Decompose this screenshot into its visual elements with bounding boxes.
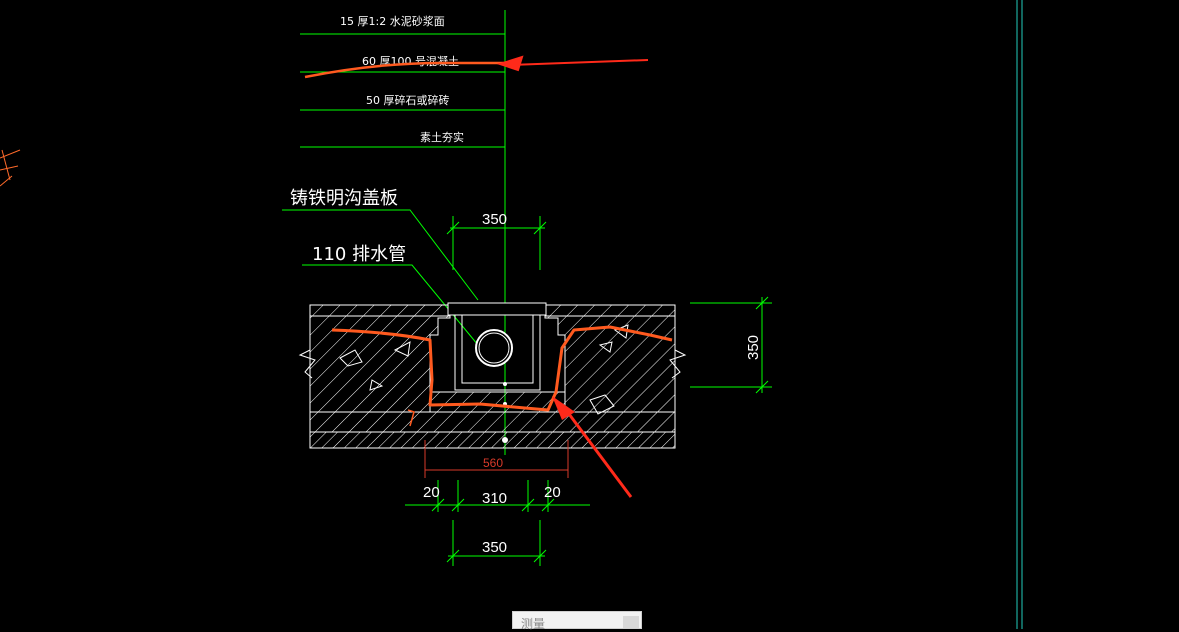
red-arrow-bottom (552, 396, 633, 498)
dim-inner-text: 310 (482, 490, 507, 507)
dim-top (446, 216, 547, 270)
panel-button[interactable] (623, 616, 639, 628)
measure-panel[interactable]: 测量 (512, 611, 642, 631)
cover-plate-label: 铸铁明沟盖板 (290, 188, 398, 209)
annotation-small (407, 409, 415, 427)
dim-edge-right-text: 20 (544, 484, 561, 501)
dim-middle (405, 480, 590, 512)
dim-bottom-text: 350 (482, 539, 507, 556)
drain-pipe-label: 110 排水管 (312, 244, 406, 265)
dim-bottom (446, 520, 547, 566)
dim-top-text: 350 (482, 211, 507, 228)
red-arrow-top (496, 55, 649, 72)
layer-text-3: 50 厚碎石或碎砖 (366, 93, 450, 107)
edge-fragment (0, 149, 21, 187)
drain-pipe-circle (475, 329, 513, 367)
trench-section (298, 302, 687, 449)
layer-text-4: 素土夯实 (420, 130, 464, 144)
dim-right-text: 350 (745, 335, 762, 360)
annotation-outline (331, 325, 673, 412)
measure-panel-title: 测量 (521, 617, 546, 631)
dim-edge-left-text: 20 (423, 484, 440, 501)
callout-leaders (282, 209, 479, 346)
dim-right (690, 296, 772, 394)
dim-base-text: 560 (483, 456, 503, 470)
annotation-underline (304, 61, 505, 79)
dim-base (424, 440, 569, 478)
layer-text-1: 15 厚1:2 水泥砂浆面 (340, 14, 445, 28)
layer-annotations (300, 33, 505, 148)
